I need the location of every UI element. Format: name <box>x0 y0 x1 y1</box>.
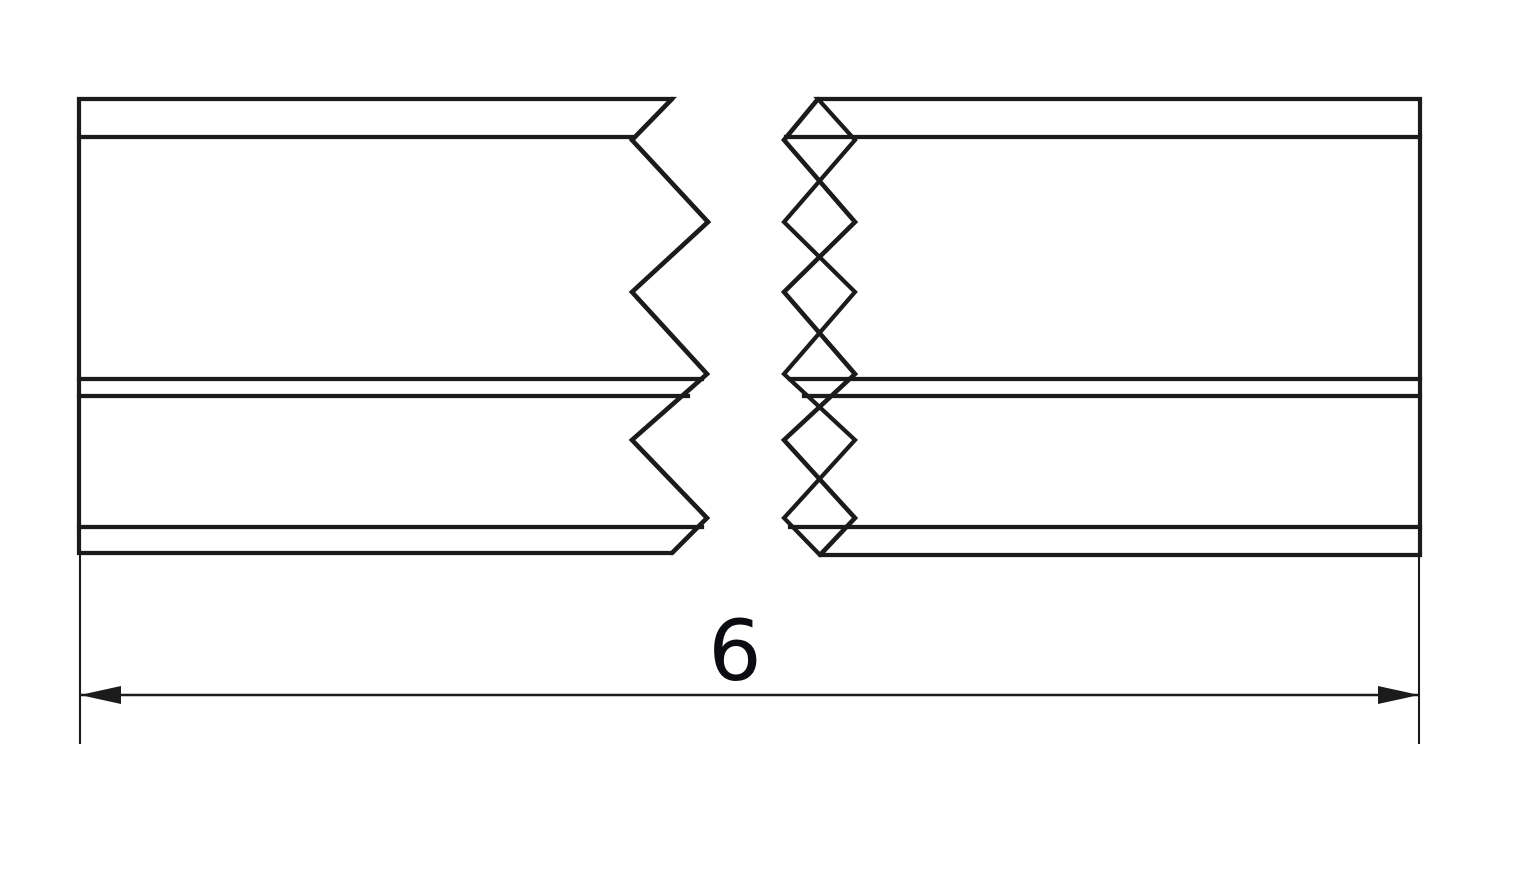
left-top-outer-edge <box>76 96 711 556</box>
right-top-outer-edge <box>781 96 1423 558</box>
left-arrowhead-icon <box>80 686 121 704</box>
right-body-group <box>780 96 1423 558</box>
right-break-line-icon <box>780 96 859 558</box>
left-break-line-icon <box>628 96 712 556</box>
left-body-group <box>76 96 712 556</box>
right-arrowhead-icon <box>1378 686 1419 704</box>
overall-length-dimension: 6 <box>78 555 1421 744</box>
dimension-value-label: 6 <box>708 602 761 700</box>
